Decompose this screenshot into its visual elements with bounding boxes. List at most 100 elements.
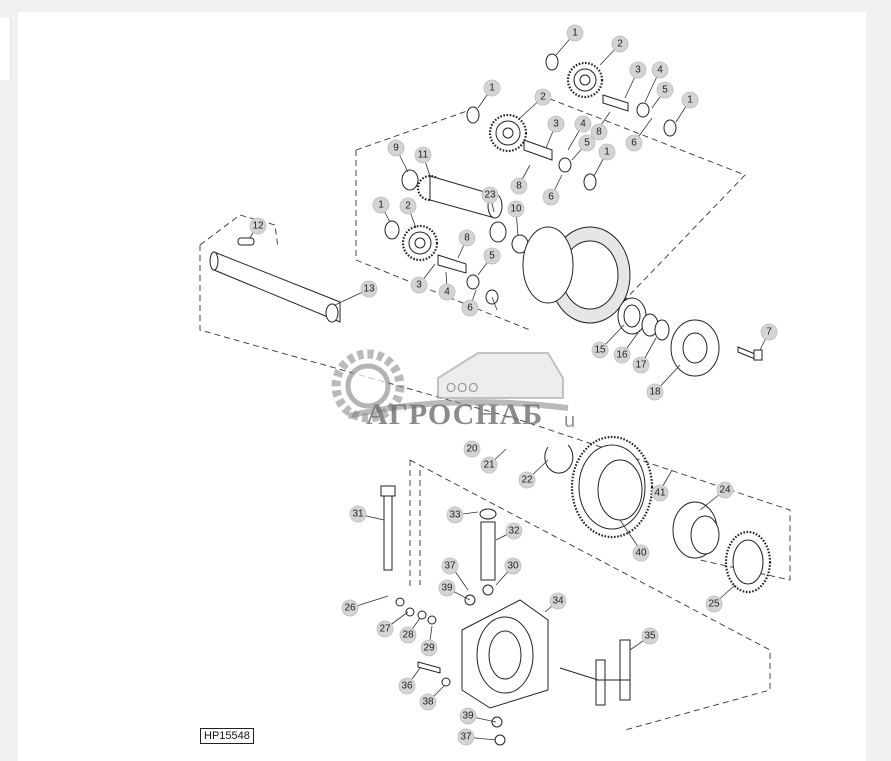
callout-22: 22: [518, 471, 536, 489]
svg-text:35: 35: [644, 631, 656, 642]
svg-text:4: 4: [657, 65, 663, 76]
callout-1: 1: [566, 24, 584, 42]
callout-6: 6: [461, 299, 479, 317]
svg-text:3: 3: [416, 280, 422, 291]
svg-text:8: 8: [596, 127, 602, 138]
shafts: [437, 94, 629, 274]
svg-text:20: 20: [466, 444, 478, 455]
callout-41: 41: [651, 484, 669, 502]
svg-text:1: 1: [687, 95, 693, 106]
callout-32: 32: [505, 522, 523, 540]
callout-11: 11: [414, 146, 432, 164]
svg-text:24: 24: [719, 485, 731, 496]
svg-text:8: 8: [516, 181, 522, 192]
svg-text:3: 3: [635, 65, 641, 76]
callout-37: 37: [457, 728, 475, 746]
svg-text:1: 1: [572, 28, 578, 39]
callout-23: 23: [481, 186, 499, 204]
cover-plate-18: [670, 319, 720, 377]
callout-20: 20: [463, 440, 481, 458]
svg-text:17: 17: [635, 360, 647, 371]
callout-17: 17: [632, 356, 650, 374]
svg-text:34: 34: [552, 596, 564, 607]
svg-text:23: 23: [484, 190, 496, 201]
svg-text:4: 4: [444, 287, 450, 298]
callout-4: 4: [574, 115, 592, 133]
callout-28: 28: [399, 626, 417, 644]
callout-1: 1: [681, 91, 699, 109]
svg-text:8: 8: [464, 233, 470, 244]
svg-text:5: 5: [489, 251, 495, 262]
callout-39: 39: [438, 579, 456, 597]
callout-18: 18: [646, 383, 664, 401]
small-fasteners: [395, 584, 506, 746]
svg-text:11: 11: [418, 150, 429, 161]
svg-text:5: 5: [662, 85, 668, 96]
svg-text:12: 12: [252, 221, 264, 232]
svg-text:37: 37: [444, 561, 456, 572]
callout-8: 8: [510, 177, 528, 195]
svg-text:28: 28: [402, 630, 414, 641]
callout-16: 16: [613, 346, 631, 364]
callout-2: 2: [399, 197, 417, 215]
hub-24: [672, 501, 720, 559]
svg-text:25: 25: [708, 599, 720, 610]
svg-text:41: 41: [654, 488, 666, 499]
callout-4: 4: [651, 61, 669, 79]
svg-text:4: 4: [580, 119, 586, 130]
svg-text:26: 26: [344, 603, 356, 614]
svg-text:9: 9: [393, 143, 399, 154]
diagram-reference-code: HP15548: [200, 728, 254, 744]
svg-text:16: 16: [616, 350, 628, 361]
svg-text:10: 10: [510, 204, 522, 215]
svg-text:6: 6: [467, 303, 473, 314]
svg-text:5: 5: [584, 138, 590, 149]
svg-text:6: 6: [548, 192, 554, 203]
callout-5: 5: [578, 134, 596, 152]
callout-24: 24: [716, 481, 734, 499]
callout-2: 2: [611, 35, 629, 53]
svg-text:40: 40: [635, 548, 647, 559]
callout-1: 1: [372, 196, 390, 214]
input-shaft-13: [209, 237, 341, 323]
side-panel-edge: [0, 18, 11, 80]
svg-text:6: 6: [631, 138, 637, 149]
ring-gear-40: [570, 435, 654, 539]
callout-21: 21: [480, 456, 498, 474]
callout-15: 15: [591, 341, 609, 359]
callout-34: 34: [549, 592, 567, 610]
svg-text:37: 37: [460, 732, 472, 743]
callout-7: 7: [760, 323, 778, 341]
callout-4: 4: [438, 283, 456, 301]
callout-2: 2: [534, 88, 552, 106]
svg-text:18: 18: [649, 387, 661, 398]
bearing-15-16-17: [617, 297, 670, 341]
svg-text:31: 31: [352, 509, 364, 520]
svg-text:29: 29: [423, 643, 435, 654]
gear-left: [401, 224, 439, 262]
callout-3: 3: [629, 61, 647, 79]
callout-5: 5: [483, 247, 501, 265]
callout-31: 31: [349, 505, 367, 523]
callout-6: 6: [542, 188, 560, 206]
callout-38: 38: [419, 693, 437, 711]
gear-25: [724, 530, 772, 594]
svg-text:2: 2: [617, 39, 623, 50]
callout-8: 8: [458, 229, 476, 247]
svg-text:32: 32: [508, 526, 520, 537]
callout-13: 13: [360, 280, 378, 298]
callout-30: 30: [504, 557, 522, 575]
svg-text:1: 1: [604, 147, 610, 158]
callout-39: 39: [459, 707, 477, 725]
svg-text:27: 27: [379, 624, 391, 635]
callout-25: 25: [705, 595, 723, 613]
callout-40: 40: [632, 544, 650, 562]
svg-text:30: 30: [507, 561, 519, 572]
svg-text:22: 22: [521, 475, 533, 486]
callout-1: 1: [598, 143, 616, 161]
carrier-housing: [522, 226, 631, 324]
svg-text:36: 36: [401, 681, 413, 692]
callout-29: 29: [420, 639, 438, 657]
callout-10: 10: [507, 200, 525, 218]
